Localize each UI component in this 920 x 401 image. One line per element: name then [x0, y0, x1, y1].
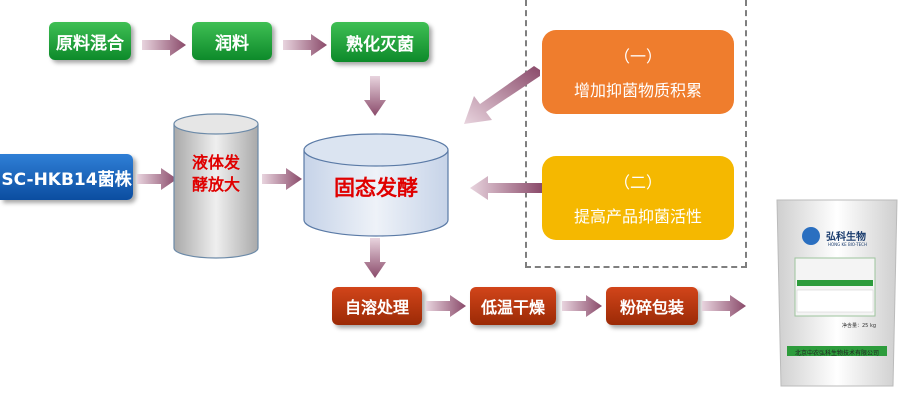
strain-box: SC-HKB14菌株 — [0, 154, 133, 200]
arrow-solid-to-autolysis — [364, 238, 386, 278]
raw-material-mixing-box: 原料混合 — [49, 22, 131, 60]
note-one: （一） 增加抑菌物质积累 — [542, 30, 734, 114]
liquid-fermentation-line1: 液体发 — [191, 153, 240, 172]
autolysis-box: 自溶处理 — [332, 287, 422, 325]
solid-fermentation-label: 固态发酵 — [334, 176, 418, 200]
product-net-weight: 净含量：25 kg — [842, 323, 877, 329]
product-brand-en: HONG KE BIO-TECH — [828, 242, 867, 247]
product-company: 北京中农弘科生物技术有限公司 — [794, 350, 879, 357]
arrow-mix-to-moisten — [142, 34, 186, 56]
sterilization-box: 熟化灭菌 — [331, 22, 429, 62]
liquid-fermentation-line2: 酵放大 — [191, 175, 240, 194]
product-brand: 弘科生物 — [826, 232, 866, 243]
note-two-text: 提高产品抑菌活性 — [573, 207, 702, 226]
arrow-note-two-to-solid — [470, 176, 542, 200]
product-bag — [776, 199, 898, 387]
arrow-strain-to-liquid — [137, 168, 177, 190]
arrow-moisten-to-sterilize — [283, 34, 327, 56]
arrow-packing-to-product — [702, 295, 746, 317]
liquid-fermentation-tank — [173, 113, 259, 259]
moistening-box: 润料 — [192, 22, 272, 60]
note-one-number: （一） — [613, 47, 662, 66]
arrow-liquid-to-solid — [262, 168, 302, 190]
brand-logo-icon — [802, 227, 820, 245]
liquid-fermentation-label: 液体发 酵放大 — [172, 152, 260, 196]
arrow-drying-to-packing — [562, 295, 602, 317]
arrow-sterilize-to-solid — [364, 76, 386, 116]
improvement-region — [525, 0, 747, 268]
note-one-text: 增加抑菌物质积累 — [573, 81, 702, 100]
note-two-number: （二） — [613, 173, 662, 192]
low-temp-drying-box: 低温干燥 — [470, 287, 556, 325]
solid-fermentation-tank — [303, 133, 449, 237]
arrow-note-one-to-solid — [464, 66, 540, 124]
note-two: （二） 提高产品抑菌活性 — [542, 156, 734, 240]
crush-pack-box: 粉碎包装 — [606, 287, 698, 325]
arrow-autolysis-to-drying — [426, 295, 466, 317]
